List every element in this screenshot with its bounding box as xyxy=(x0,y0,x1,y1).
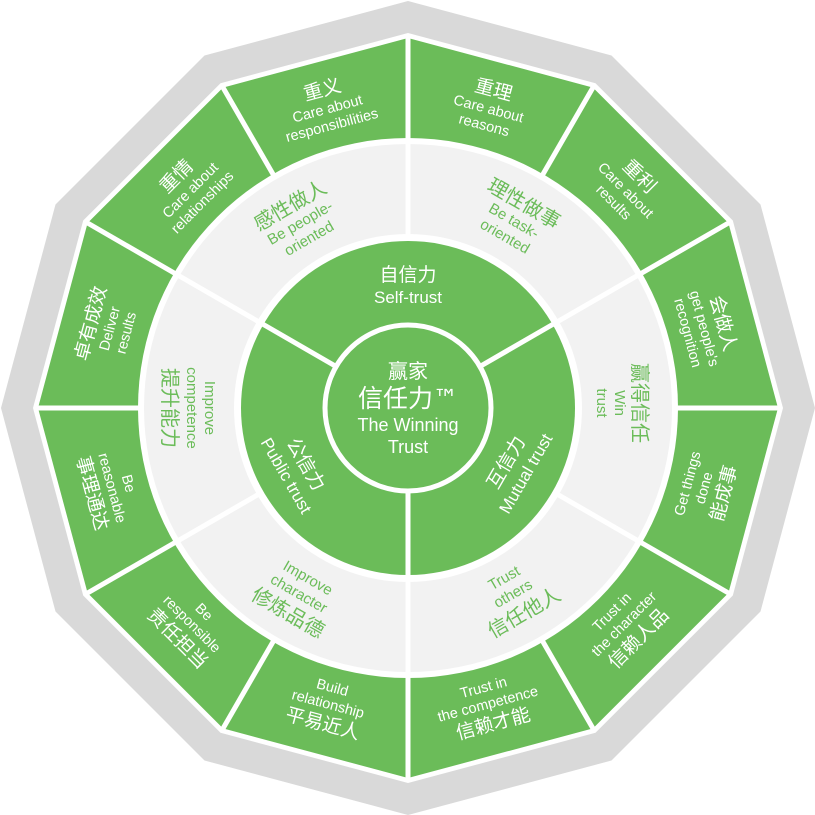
segment-label-zh: 自信力 xyxy=(379,264,437,286)
segment-label-zh: 赢得信任 xyxy=(628,363,652,443)
center-title: 赢家 信任力™ The Winning Trust xyxy=(357,358,458,458)
middle-segment-improve-competence: Improve competence 提升能力 xyxy=(158,367,218,449)
segment-label-en: Win xyxy=(611,390,628,416)
center-circle xyxy=(322,322,494,494)
middle-segment-win-trust: 赢得信任 Win trust xyxy=(592,363,652,443)
center-title-zh-line2: 信任力™ xyxy=(357,384,458,413)
middle-segment-dividers xyxy=(176,142,640,674)
center-title-en-line1: The Winning xyxy=(357,415,459,435)
center-title-en-line2: Trust xyxy=(387,437,429,457)
center-title-zh-line1: 赢家 xyxy=(388,359,428,383)
segment-label-en: Self-trust xyxy=(373,288,443,307)
outer-segment-dividers xyxy=(36,36,780,780)
inner-segment-self-trust: 自信力 Self-trust xyxy=(374,263,442,309)
segment-label-zh: 提升能力 xyxy=(158,368,182,448)
segment-label-en: trust xyxy=(593,388,610,418)
inner-segment-dividers xyxy=(259,320,557,578)
segment-label-en: Improve xyxy=(201,380,218,436)
segment-label-en: competence xyxy=(183,367,200,449)
